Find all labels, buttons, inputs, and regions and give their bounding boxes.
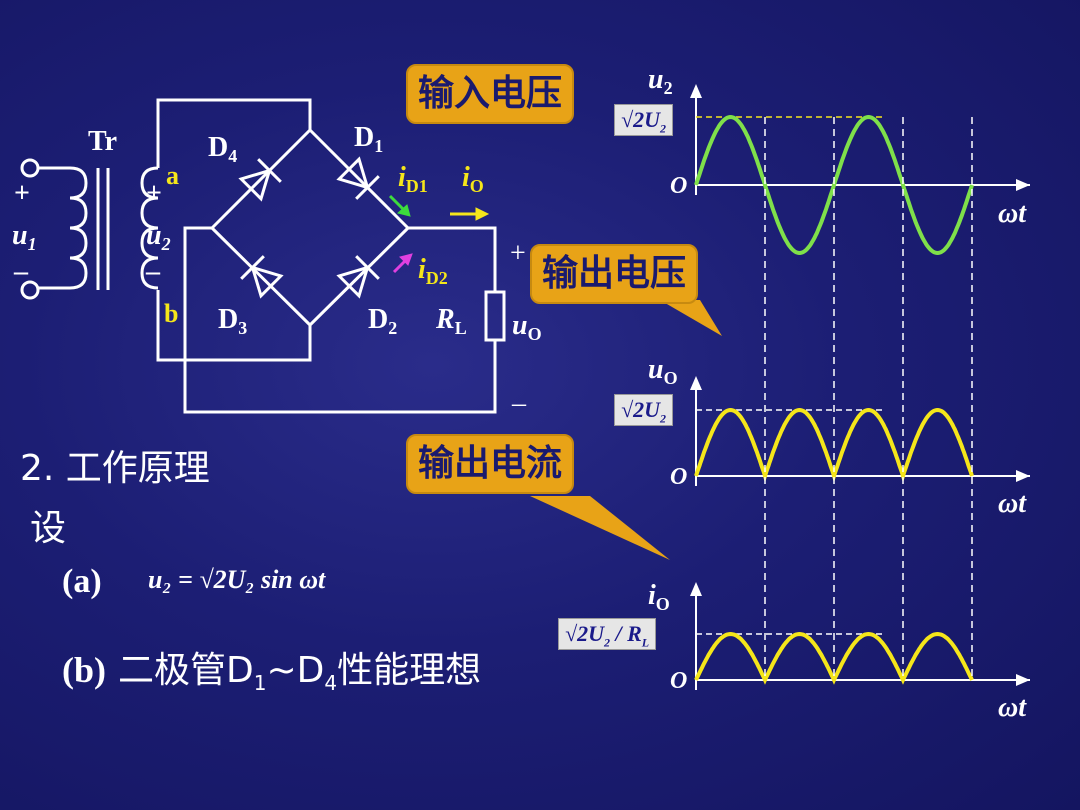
g3-waveform bbox=[694, 631, 974, 685]
u1-terminal-bottom bbox=[20, 280, 40, 300]
output-current-callout-tail bbox=[530, 496, 670, 560]
load-resistor bbox=[484, 290, 506, 342]
diode-d1-symbol bbox=[336, 156, 380, 200]
g2-y-label: uO bbox=[648, 354, 678, 388]
g1-y-arrowhead bbox=[690, 84, 702, 98]
bridge-top-right bbox=[308, 128, 410, 230]
item-a-formula: u₂ = √2U₂ sin ωt bbox=[148, 565, 326, 594]
g1-origin-label: O bbox=[670, 173, 687, 199]
io-arrowhead bbox=[475, 207, 490, 221]
item-b-line: (b)二极管D1~D4性能理想 bbox=[62, 650, 481, 695]
wire-load-top bbox=[408, 226, 497, 292]
id2-label: iD2 bbox=[418, 254, 448, 288]
output-voltage-callout: 输出电压 bbox=[530, 244, 699, 304]
uo-minus: – bbox=[511, 388, 527, 419]
u2-amplitude-label: √2U2 bbox=[614, 104, 673, 136]
g3-y-label: iO bbox=[648, 580, 670, 614]
u2-minus: – bbox=[145, 256, 161, 287]
g3-origin-label: O bbox=[670, 668, 687, 694]
bridge-bottom-left bbox=[210, 226, 312, 327]
uo-amplitude-label: √2U2 bbox=[614, 394, 673, 426]
u1-minus: – bbox=[13, 256, 29, 287]
bridge-top-left bbox=[210, 128, 312, 230]
u2-plus: + bbox=[146, 178, 162, 209]
id1-arrowhead bbox=[396, 204, 411, 217]
id1-label: iD1 bbox=[398, 162, 428, 196]
primary-winding bbox=[38, 166, 88, 290]
node-a-label: a bbox=[166, 161, 179, 190]
bridge-bottom-right bbox=[308, 226, 410, 327]
io-label: iO bbox=[462, 162, 484, 196]
bridge-rectifier-circuit bbox=[20, 98, 506, 414]
output-current-callout: 输出电流 bbox=[406, 434, 575, 494]
circuit-labels: Tr + – u1 + – u2 a b D4 D1 D3 D2 iD1 iO … bbox=[12, 122, 542, 419]
uo-label: uO bbox=[512, 310, 542, 344]
rl-label: RL bbox=[435, 304, 467, 338]
node-b-label: b bbox=[164, 299, 178, 328]
item-a-label: (a) bbox=[62, 563, 102, 600]
wire-left-return bbox=[183, 226, 497, 414]
d1-label: D1 bbox=[354, 122, 383, 156]
g2-x-arrowhead bbox=[1016, 470, 1030, 482]
d2-label: D2 bbox=[368, 304, 397, 338]
u1-plus: + bbox=[14, 178, 30, 209]
diode-d2-symbol bbox=[336, 255, 380, 299]
current-arrows bbox=[388, 194, 490, 274]
d4-label: D4 bbox=[208, 132, 237, 166]
g2-y-arrowhead bbox=[690, 376, 702, 390]
principle-text: 2. 工作原理 设 (a) u₂ = √2U₂ sin ωt (b)二极管D1~… bbox=[20, 448, 481, 695]
diodes bbox=[238, 156, 380, 299]
id2-arrowhead bbox=[399, 253, 413, 266]
diode-d4-symbol bbox=[238, 158, 282, 202]
u1-terminal-top bbox=[20, 158, 40, 178]
wire-a bbox=[156, 98, 312, 168]
g3-x-label: ωt bbox=[998, 692, 1027, 723]
g1-y-label: u2 bbox=[648, 64, 673, 98]
g3-x-arrowhead bbox=[1016, 674, 1030, 686]
transformer-label: Tr bbox=[88, 126, 117, 157]
uo-plus: + bbox=[510, 238, 526, 269]
g1-waveform bbox=[694, 114, 974, 256]
secondary-winding bbox=[140, 166, 159, 290]
g2-waveform bbox=[694, 407, 974, 483]
g1-x-arrowhead bbox=[1016, 179, 1030, 191]
section-title: 2. 工作原理 bbox=[20, 448, 210, 489]
g2-origin-label: O bbox=[670, 464, 687, 490]
u2-label: u2 bbox=[146, 220, 171, 254]
assume-label: 设 bbox=[30, 508, 66, 549]
wire-b bbox=[156, 290, 312, 362]
diode-d3-symbol bbox=[240, 255, 284, 299]
d3-label: D3 bbox=[218, 304, 247, 338]
output-voltage-callout-tail bbox=[660, 300, 722, 336]
u1-label: u1 bbox=[12, 220, 37, 254]
input-voltage-callout: 输入电压 bbox=[406, 64, 575, 124]
io-amplitude-label: √2U2 / RL bbox=[558, 618, 657, 650]
g1-x-label: ωt bbox=[998, 198, 1027, 229]
g3-y-arrowhead bbox=[690, 582, 702, 596]
g2-x-label: ωt bbox=[998, 488, 1027, 519]
